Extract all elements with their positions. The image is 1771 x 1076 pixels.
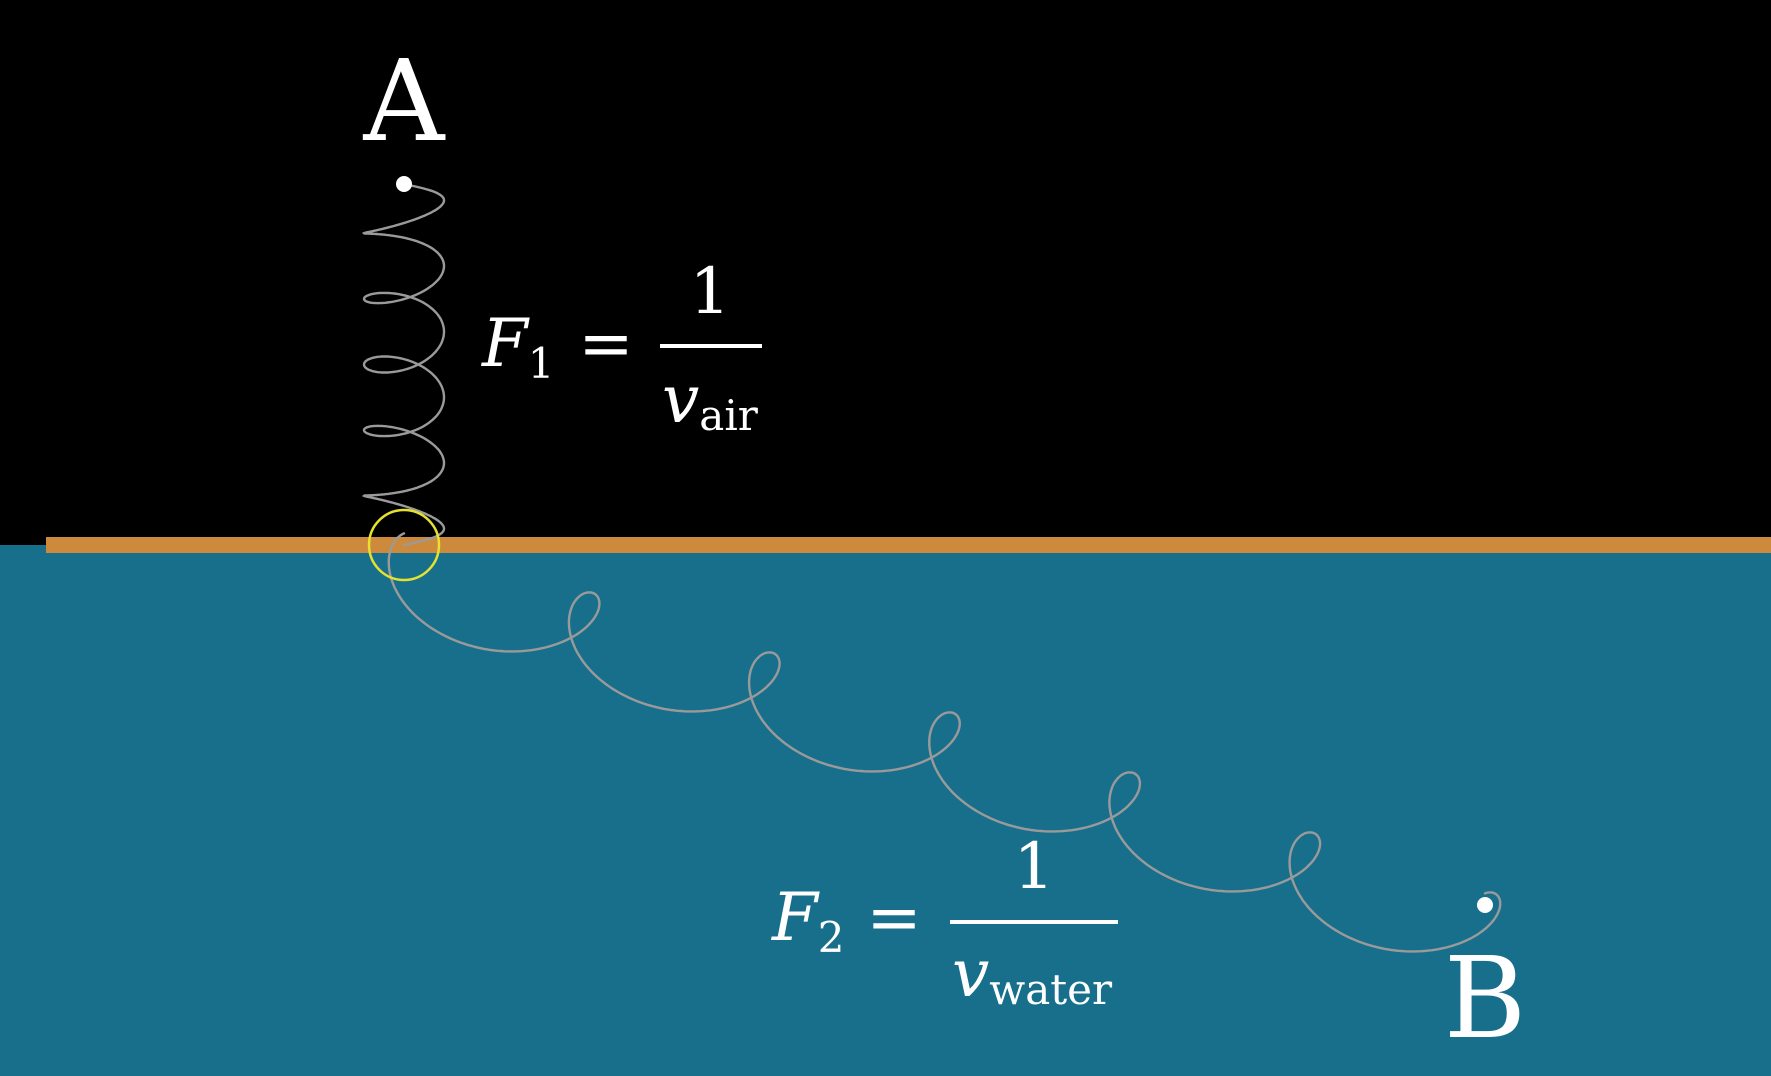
water-region bbox=[0, 545, 1771, 1076]
eq-water-operator: = bbox=[866, 879, 921, 956]
svg-text:F2: F2 bbox=[771, 879, 845, 962]
light-path-air bbox=[361, 182, 446, 547]
svg-text:vwater: vwater bbox=[952, 935, 1113, 1014]
eq-water-denominator-subscript: water bbox=[989, 965, 1113, 1014]
eq-air-denominator-subscript: air bbox=[699, 391, 758, 440]
eq-water-lhs-symbol: F bbox=[771, 879, 820, 956]
eq-air-lhs-symbol: F bbox=[481, 305, 530, 382]
eq-water-lhs-subscript: 2 bbox=[818, 913, 845, 962]
eq-water-denominator-symbol: v bbox=[952, 935, 989, 1012]
point-b-dot bbox=[1477, 897, 1493, 913]
eq-air-fraction-bar bbox=[660, 344, 762, 348]
interface-line bbox=[46, 537, 1771, 553]
eq-air-denominator-symbol: v bbox=[662, 361, 699, 438]
eq-air-numerator: 1 bbox=[690, 255, 731, 329]
svg-text:F1: F1 bbox=[481, 305, 555, 388]
equation-air: F1 = 1 vair bbox=[481, 255, 762, 440]
air-region bbox=[0, 0, 1771, 545]
equation-water: F2 = 1 vwater bbox=[771, 830, 1118, 1014]
point-a-dot bbox=[396, 176, 412, 192]
eq-water-numerator: 1 bbox=[1014, 830, 1055, 904]
eq-water-fraction-bar bbox=[950, 920, 1118, 924]
point-a-label: A bbox=[363, 37, 446, 167]
eq-air-lhs-subscript: 1 bbox=[528, 339, 555, 388]
light-path-water bbox=[387, 532, 1502, 953]
svg-text:vair: vair bbox=[662, 361, 759, 440]
eq-air-operator: = bbox=[578, 305, 633, 382]
point-b-label: B bbox=[1444, 934, 1526, 1064]
refraction-point-circle bbox=[367, 508, 441, 582]
